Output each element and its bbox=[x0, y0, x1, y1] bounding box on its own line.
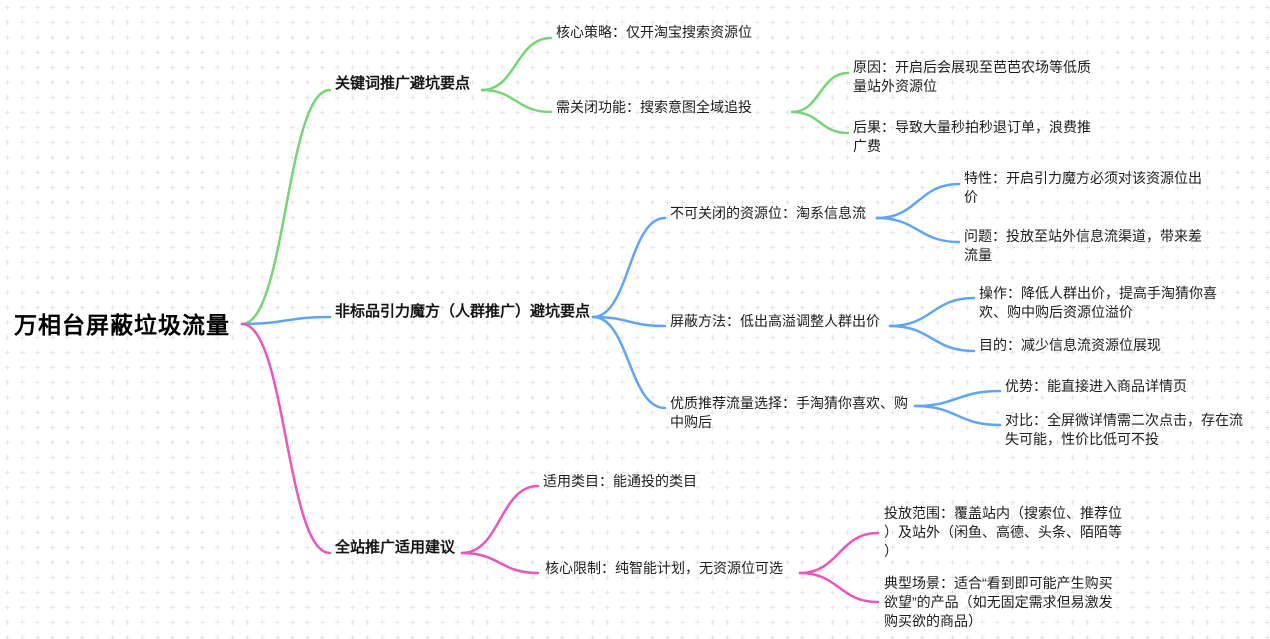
connector-branch3-child1 bbox=[460, 484, 540, 555]
node-block-method[interactable]: 屏蔽方法：低出高溢调整人群出价 bbox=[670, 313, 880, 329]
node-keyword-promo-tips[interactable]: 关键词推广避坑要点 bbox=[335, 75, 471, 92]
connector-unclosable-problem bbox=[875, 216, 961, 244]
connector-limit-scope bbox=[798, 531, 880, 575]
connector-branch2-child3 bbox=[591, 315, 667, 410]
node-quality-traffic-choice[interactable]: 优质推荐流量选择：手淘猜你喜欢、购 中购后 bbox=[670, 395, 908, 430]
node-comparison[interactable]: 对比：全屏微详情需二次点击，存在流 失可能，性价比低可不投 bbox=[1005, 412, 1243, 447]
connector-limit-scenario bbox=[798, 571, 880, 604]
connector-traffic-comparison bbox=[913, 404, 1002, 427]
node-typical-scenario[interactable]: 典型场景：适合“看到即可能产生购买 欲望”的产品（如无固定需求但易激发 购买欲的… bbox=[884, 575, 1113, 629]
node-core-strategy[interactable]: 核心策略：仅开淘宝搜索资源位 bbox=[556, 24, 752, 40]
node-yinli-mofang-tips[interactable]: 非标品引力魔方（人群推广）避坑要点 bbox=[335, 303, 591, 320]
node-purpose[interactable]: 目的：减少信息流资源位展现 bbox=[979, 337, 1161, 353]
connector-block-operation bbox=[888, 296, 976, 328]
node-unclosable-resource[interactable]: 不可关闭的资源位：淘系信息流 bbox=[670, 205, 866, 221]
node-sitewide-promo-advice[interactable]: 全站推广适用建议 bbox=[335, 539, 456, 556]
node-operation[interactable]: 操作：降低人群出价，提高手淘猜你喜 欢、购中购后资源位溢价 bbox=[979, 285, 1217, 320]
connector-branch2-child1 bbox=[591, 216, 667, 319]
connector-branch1-child2 bbox=[480, 88, 553, 114]
connector-close-consequence bbox=[790, 110, 850, 135]
connector-root-branch2 bbox=[240, 315, 332, 326]
node-applicable-category[interactable]: 适用类目：能通投的类目 bbox=[543, 473, 697, 489]
connector-block-purpose bbox=[888, 324, 976, 353]
node-delivery-scope[interactable]: 投放范围：覆盖站内（搜索位、推荐位 ）及站外（闲鱼、高德、头条、陌陌等 ） bbox=[884, 505, 1122, 559]
node-problem[interactable]: 问题：投放至站外信息流渠道，带来差 流量 bbox=[964, 228, 1202, 263]
connector-branch1-child1 bbox=[480, 36, 553, 92]
node-function-to-close[interactable]: 需关闭功能：搜索意图全域追投 bbox=[556, 99, 752, 115]
connector-root-branch1 bbox=[240, 88, 332, 326]
connector-root-branch3 bbox=[240, 322, 332, 555]
connector-unclosable-feature bbox=[875, 182, 961, 220]
connector-close-reason bbox=[790, 71, 850, 114]
connector-branch3-child2 bbox=[460, 551, 540, 575]
node-feature[interactable]: 特性：开启引力魔方必须对该资源位出 价 bbox=[964, 170, 1202, 205]
node-reason[interactable]: 原因：开启后会展现至芭芭农场等低质 量站外资源位 bbox=[853, 59, 1091, 94]
node-core-limitation[interactable]: 核心限制：纯智能计划，无资源位可选 bbox=[545, 560, 783, 576]
node-advantage[interactable]: 优势：能直接进入商品详情页 bbox=[1005, 378, 1187, 394]
node-consequence[interactable]: 后果：导致大量秒拍秒退订单，浪费推 广费 bbox=[853, 119, 1091, 154]
connector-branch2-child2 bbox=[591, 315, 667, 328]
node-root[interactable]: 万相台屏蔽垃圾流量 bbox=[14, 312, 230, 338]
